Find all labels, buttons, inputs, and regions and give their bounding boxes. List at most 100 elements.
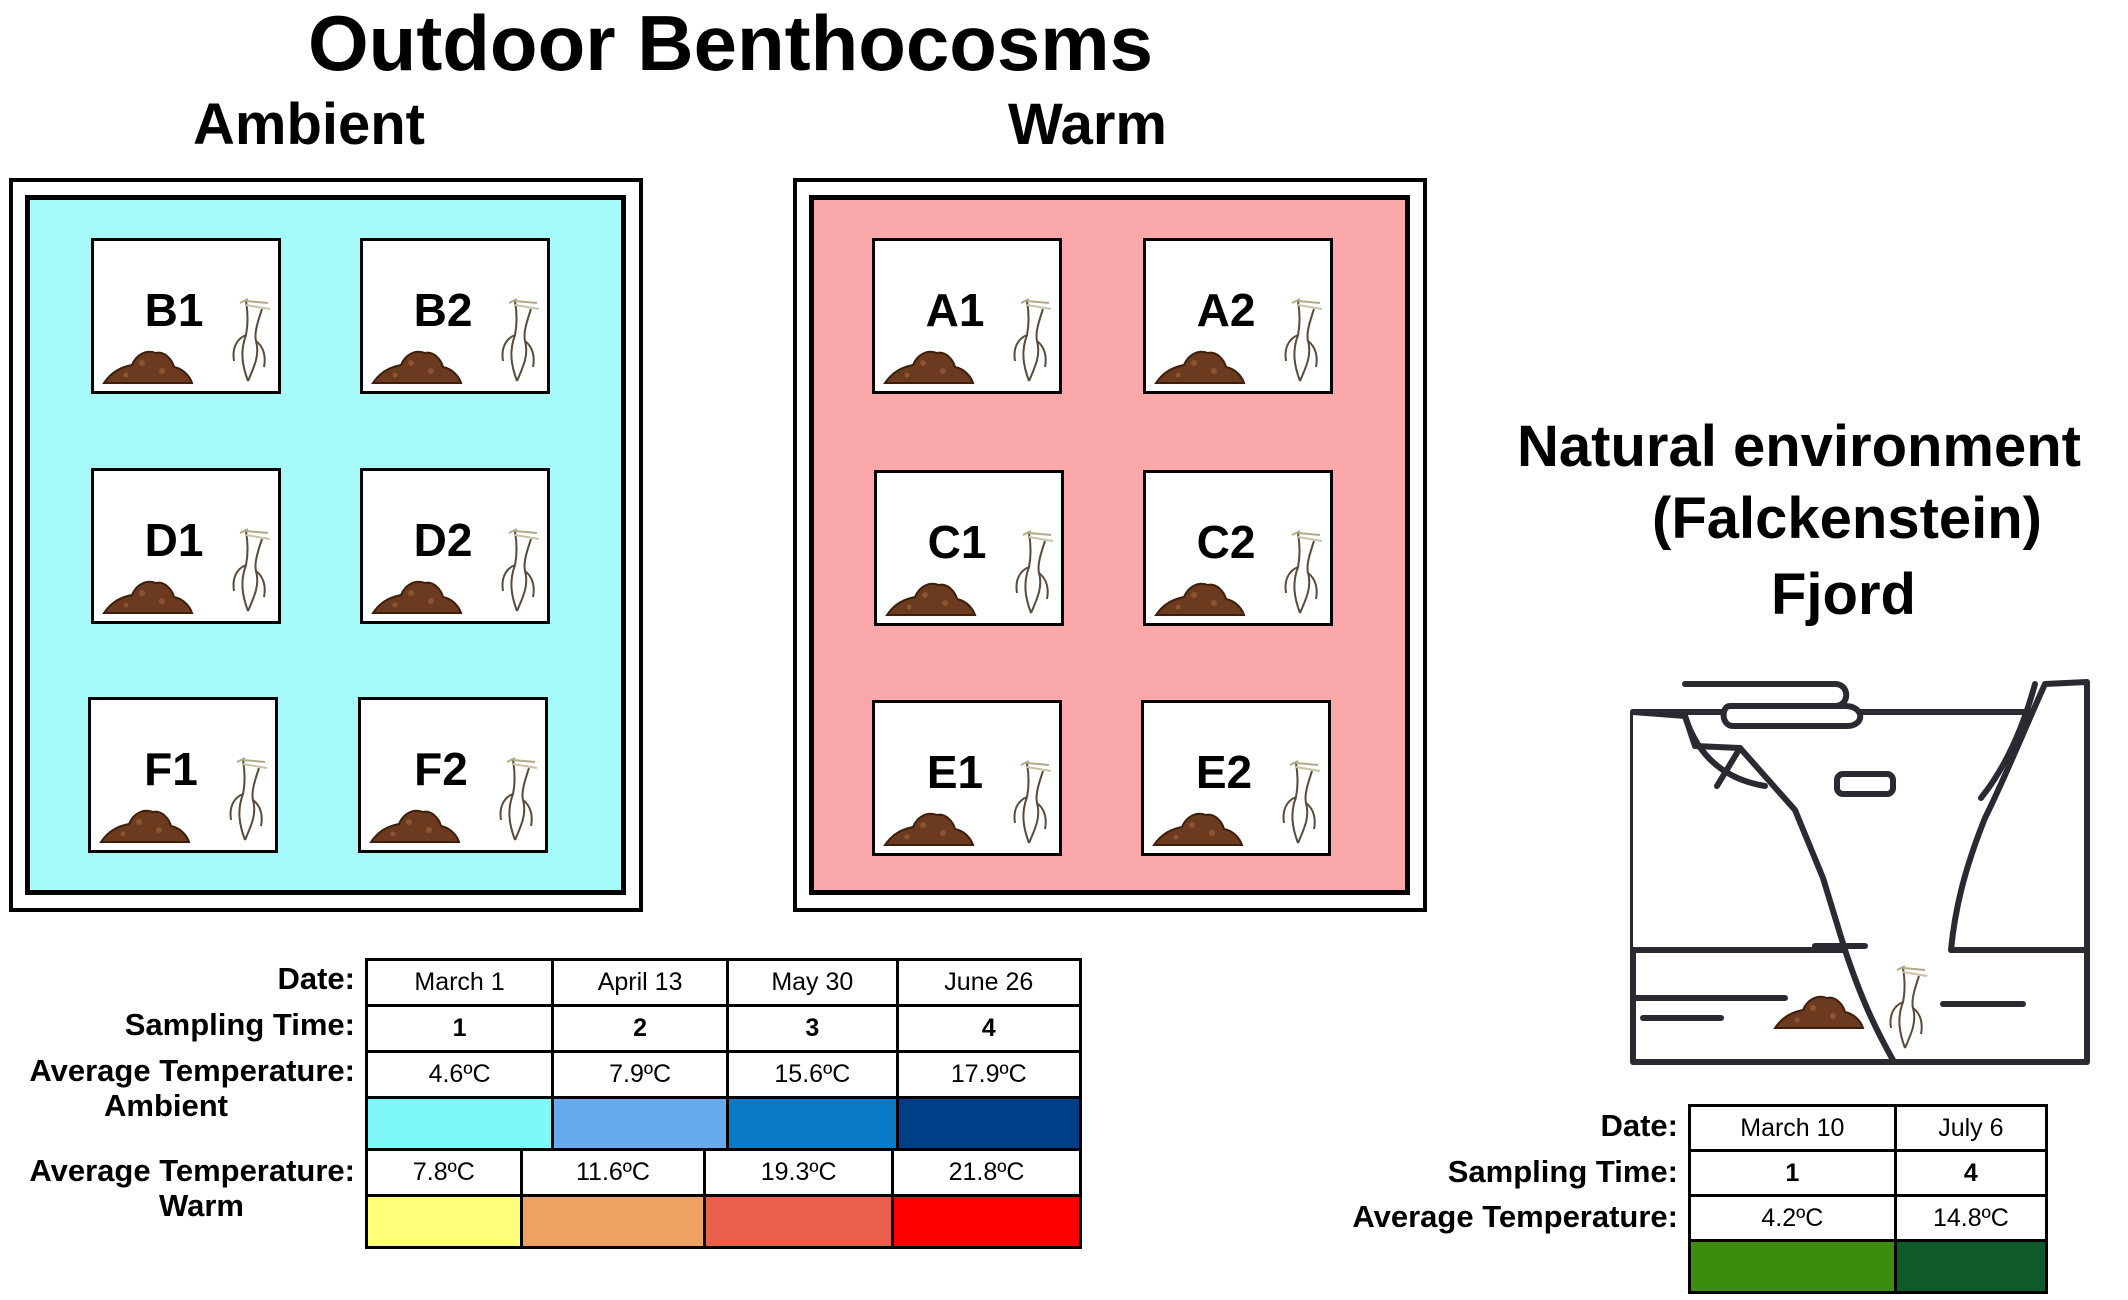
table-cell-warm-temp: 7.8ºC xyxy=(365,1148,523,1197)
tank: F1 xyxy=(88,697,278,853)
tank-label: B2 xyxy=(413,284,473,336)
sediment-mound-icon xyxy=(886,582,976,616)
ambient-color-swatch xyxy=(551,1096,730,1151)
table-cell-ambient-temp: 7.9ºC xyxy=(551,1050,730,1099)
table-row: 7.8ºC 11.6ºC 19.3ºC 21.8ºC xyxy=(365,1148,1082,1197)
sampling-time-label: Sampling Time: xyxy=(124,1007,355,1042)
table-cell-temp: 14.8ºC xyxy=(1893,1194,2049,1242)
tank-label: A1 xyxy=(925,284,985,336)
tank-label: B1 xyxy=(144,284,204,336)
tank: B2 xyxy=(360,238,550,394)
warm-color-swatch xyxy=(365,1194,523,1249)
natural-title-line-3: Fjord xyxy=(1771,562,1916,627)
table-row: March 1 April 13 May 30 June 26 xyxy=(364,958,1083,1007)
sediment-mound-icon xyxy=(103,350,193,384)
sediment-mound-icon xyxy=(1155,582,1245,616)
table-cell-ambient-temp: 17.9ºC xyxy=(895,1050,1083,1099)
tank-label: D1 xyxy=(144,514,204,566)
table-row xyxy=(1688,1239,2049,1294)
table-cell-warm-temp: 21.8ºC xyxy=(891,1148,1082,1197)
tank-label: C2 xyxy=(1196,516,1256,568)
tank-label: E1 xyxy=(926,746,984,798)
sediment-mound-icon xyxy=(884,812,974,846)
natural-title-line-1: Natural environment xyxy=(1517,414,2081,479)
tank-label: F1 xyxy=(144,743,198,795)
benthocosm-temperature-table: March 1 April 13 May 30 June 26 1 2 3 4 … xyxy=(364,958,1083,1151)
table-cell-date: July 6 xyxy=(1893,1104,2049,1152)
warm-temp-label: Average Temperature: xyxy=(29,1153,355,1188)
ambient-temp-sublabel: Ambient xyxy=(104,1088,228,1123)
tank-label: C1 xyxy=(927,516,987,568)
tank-label: E2 xyxy=(1195,746,1253,798)
tank-label: A2 xyxy=(1196,284,1256,336)
table-cell-temp: 4.2ºC xyxy=(1688,1194,1897,1242)
table-row: 1 4 xyxy=(1688,1149,2049,1197)
table-row: 4.2ºC 14.8ºC xyxy=(1688,1194,2049,1242)
seagrass-plant-icon xyxy=(1013,298,1051,382)
tank: C2 xyxy=(1143,470,1333,626)
seagrass-plant-icon xyxy=(1015,530,1053,614)
fjord-color-swatch xyxy=(1688,1239,1897,1294)
sediment-mound-icon xyxy=(1155,350,1245,384)
table-row xyxy=(364,1096,1083,1151)
seagrass-plant-icon xyxy=(1282,760,1320,844)
seagrass-plant-icon xyxy=(501,528,539,612)
natural-title-line-2: (Falckenstein) xyxy=(1652,486,2042,551)
table-row: 1 2 3 4 xyxy=(364,1004,1083,1053)
ambient-temp-label: Average Temperature: xyxy=(29,1053,355,1088)
tank: D2 xyxy=(360,468,550,624)
seagrass-plant-icon xyxy=(499,757,537,841)
table-cell-ambient-temp: 4.6ºC xyxy=(364,1050,555,1099)
tank: D1 xyxy=(91,468,281,624)
fjord-illustration xyxy=(1630,679,2090,1065)
table-cell-sampling: 3 xyxy=(726,1004,899,1053)
table-cell-sampling: 2 xyxy=(551,1004,730,1053)
warm-color-swatch xyxy=(703,1194,895,1249)
sediment-mound-icon xyxy=(370,809,460,843)
seagrass-plant-icon xyxy=(232,298,270,382)
main-title: Outdoor Benthocosms xyxy=(308,0,1154,87)
tank: B1 xyxy=(91,238,281,394)
ambient-color-swatch xyxy=(364,1096,555,1151)
table-row: 4.6ºC 7.9ºC 15.6ºC 17.9ºC xyxy=(364,1050,1083,1099)
warm-temp-sublabel: Warm xyxy=(159,1188,244,1223)
seagrass-plant-icon xyxy=(229,757,267,841)
table-cell-sampling: 4 xyxy=(1893,1149,2049,1197)
table-cell-sampling: 4 xyxy=(895,1004,1083,1053)
table-cell-date: April 13 xyxy=(551,958,730,1007)
fjord-sampling-label: Sampling Time: xyxy=(1447,1154,1678,1189)
tank: C1 xyxy=(874,470,1064,626)
cloud-icon xyxy=(1720,703,1864,729)
sediment-mound-icon xyxy=(103,580,193,614)
seagrass-plant-icon xyxy=(232,528,270,612)
table-row: March 10 July 6 xyxy=(1688,1104,2049,1152)
tank: E2 xyxy=(1141,700,1331,856)
fjord-temp-label: Average Temperature: xyxy=(1352,1199,1678,1234)
fjord-color-swatch xyxy=(1893,1239,2049,1294)
table-cell-ambient-temp: 15.6ºC xyxy=(726,1050,899,1099)
sediment-mound-icon xyxy=(100,809,190,843)
sediment-mound-icon xyxy=(1153,812,1243,846)
benthocosm-warm-table: 7.8ºC 11.6ºC 19.3ºC 21.8ºC xyxy=(365,1148,1082,1249)
table-cell-date: March 10 xyxy=(1688,1104,1897,1152)
tank: A1 xyxy=(872,238,1062,394)
table-cell-warm-temp: 19.3ºC xyxy=(703,1148,895,1197)
cloud-icon xyxy=(1682,681,1850,709)
warm-title: Warm xyxy=(1008,92,1167,157)
sediment-mound-icon xyxy=(884,350,974,384)
table-cell-date: March 1 xyxy=(364,958,555,1007)
table-cell-date: May 30 xyxy=(726,958,899,1007)
table-cell-date: June 26 xyxy=(895,958,1083,1007)
table-row xyxy=(365,1194,1082,1249)
seagrass-plant-icon xyxy=(1013,760,1051,844)
sediment-mound-icon xyxy=(372,350,462,384)
table-cell-warm-temp: 11.6ºC xyxy=(519,1148,707,1197)
fjord-temperature-table: March 10 July 6 1 4 4.2ºC 14.8ºC xyxy=(1688,1104,2049,1294)
cloud-icon xyxy=(1834,771,1896,797)
ambient-title: Ambient xyxy=(193,92,425,157)
table-cell-sampling: 1 xyxy=(364,1004,555,1053)
tank-label: F2 xyxy=(414,743,468,795)
date-label: Date: xyxy=(277,961,355,996)
tank-label: D2 xyxy=(413,514,473,566)
